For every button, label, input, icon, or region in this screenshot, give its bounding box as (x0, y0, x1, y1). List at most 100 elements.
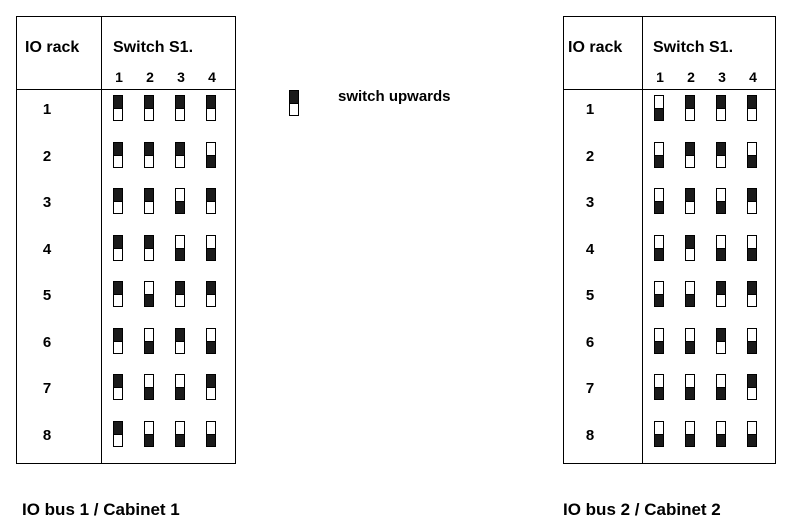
dip-switch-1-up (113, 327, 123, 354)
dip-switch-2-up (685, 141, 695, 168)
dip-switch-4-up (747, 374, 757, 400)
dip-switch-4-up (206, 188, 216, 214)
dip-switch-3-up (716, 327, 726, 354)
dip-switch-1-down (654, 141, 664, 168)
column-number: 4 (749, 69, 757, 85)
dip-switch-1-up (113, 141, 123, 168)
rack-number: 7 (585, 380, 595, 397)
dip-switch-2-up (685, 234, 695, 261)
column-number: 2 (146, 69, 154, 85)
dip-switch-2-up (144, 188, 154, 214)
dip-switch-4-up (206, 281, 216, 307)
rack-number: 6 (42, 333, 52, 351)
dip-switch-3-up (175, 95, 185, 121)
column-number: 3 (718, 69, 726, 85)
legend-switch-up-icon (289, 90, 299, 116)
dip-switch-2-up (685, 188, 695, 214)
dip-switch-4-down (206, 327, 216, 354)
dip-switch-2-up (144, 95, 154, 121)
dip-switch-1-down (654, 234, 664, 261)
dip-switch-3-down (175, 188, 185, 214)
dip-switch-4-down (747, 234, 757, 261)
dip-switch-2-down (685, 281, 695, 307)
dip-switch-4-up (747, 95, 757, 121)
header-io-rack: IO rack (568, 39, 623, 56)
dip-switch-3-down (716, 188, 726, 214)
dip-switch-3-down (175, 234, 185, 261)
rack-number: 8 (42, 426, 52, 444)
column-number: 2 (687, 69, 695, 85)
dip-switch-3-up (175, 327, 185, 354)
dip-switch-1-up (113, 95, 123, 121)
caption-io-bus-1: IO bus 1 / Cabinet 1 (22, 500, 180, 519)
caption-io-bus-2: IO bus 2 / Cabinet 2 (563, 500, 721, 519)
dip-switch-3-up (716, 281, 726, 307)
rack-number: 6 (585, 333, 595, 351)
dip-switch-3-up (716, 141, 726, 168)
dip-switch-3-up (716, 95, 726, 121)
io-bus-2-table: IO rack Switch S1. 1 2 3 4 1 2 3 4 5 6 7 8 (563, 16, 776, 464)
dip-switch-2-down (144, 420, 154, 447)
dip-switch-3-down (716, 374, 726, 400)
dip-switch-1-down (654, 281, 664, 307)
dip-switch-1-down (654, 420, 664, 447)
dip-switch-1-up (113, 420, 123, 447)
rack-number: 7 (42, 380, 52, 397)
dip-switch-4-down (206, 234, 216, 261)
dip-switch-2-up (685, 95, 695, 121)
column-divider (642, 17, 643, 463)
dip-switch-1-down (654, 374, 664, 400)
dip-switch-4-down (747, 420, 757, 447)
rack-number: 2 (42, 147, 52, 165)
dip-switch-4-down (206, 420, 216, 447)
dip-switch-4-up (206, 374, 216, 400)
column-divider (101, 17, 102, 463)
dip-switch-1-up (113, 281, 123, 307)
dip-switch-4-up (206, 95, 216, 121)
rack-number: 1 (42, 101, 52, 118)
rack-number: 3 (42, 194, 52, 211)
dip-switch-2-down (144, 281, 154, 307)
column-number: 3 (177, 69, 185, 85)
dip-switch-1-up (113, 188, 123, 214)
dip-switch-1-up (113, 374, 123, 400)
dip-switch-2-down (144, 327, 154, 354)
header-divider (564, 89, 775, 90)
dip-switch-2-up (144, 141, 154, 168)
rack-number: 4 (585, 240, 595, 258)
dip-switch-2-up (144, 234, 154, 261)
dip-switch-4-down (747, 141, 757, 168)
dip-switch-2-down (685, 327, 695, 354)
column-number: 4 (208, 69, 216, 85)
dip-switch-2-down (144, 374, 154, 400)
column-number: 1 (656, 69, 664, 85)
dip-switch-3-down (716, 234, 726, 261)
dip-switch-3-up (175, 281, 185, 307)
dip-switch-1-down (654, 95, 664, 121)
dip-switch-2-down (685, 420, 695, 447)
dip-switch-4-up (747, 281, 757, 307)
dip-switch-3-down (175, 420, 185, 447)
rack-number: 1 (585, 101, 595, 118)
rack-number: 4 (42, 240, 52, 258)
header-switch: Switch S1. (653, 39, 734, 56)
column-number: 1 (115, 69, 123, 85)
header-switch: Switch S1. (113, 39, 194, 56)
dip-switch-4-down (747, 327, 757, 354)
rack-number: 8 (585, 426, 595, 444)
dip-switch-1-down (654, 327, 664, 354)
rack-number: 2 (585, 147, 595, 165)
rack-number: 3 (585, 194, 595, 211)
header-io-rack: IO rack (25, 39, 80, 56)
header-divider (17, 89, 235, 90)
dip-switch-4-down (206, 141, 216, 168)
dip-switch-1-up (113, 234, 123, 261)
rack-number: 5 (42, 287, 52, 304)
dip-switch-3-up (175, 141, 185, 168)
dip-switch-4-up (747, 188, 757, 214)
io-bus-1-table: IO rack Switch S1. 1 2 3 4 1 2 3 4 5 6 7 8 (16, 16, 236, 464)
legend-label: switch upwards (338, 88, 451, 105)
dip-switch-2-down (685, 374, 695, 400)
rack-number: 5 (585, 287, 595, 304)
dip-switch-3-down (716, 420, 726, 447)
